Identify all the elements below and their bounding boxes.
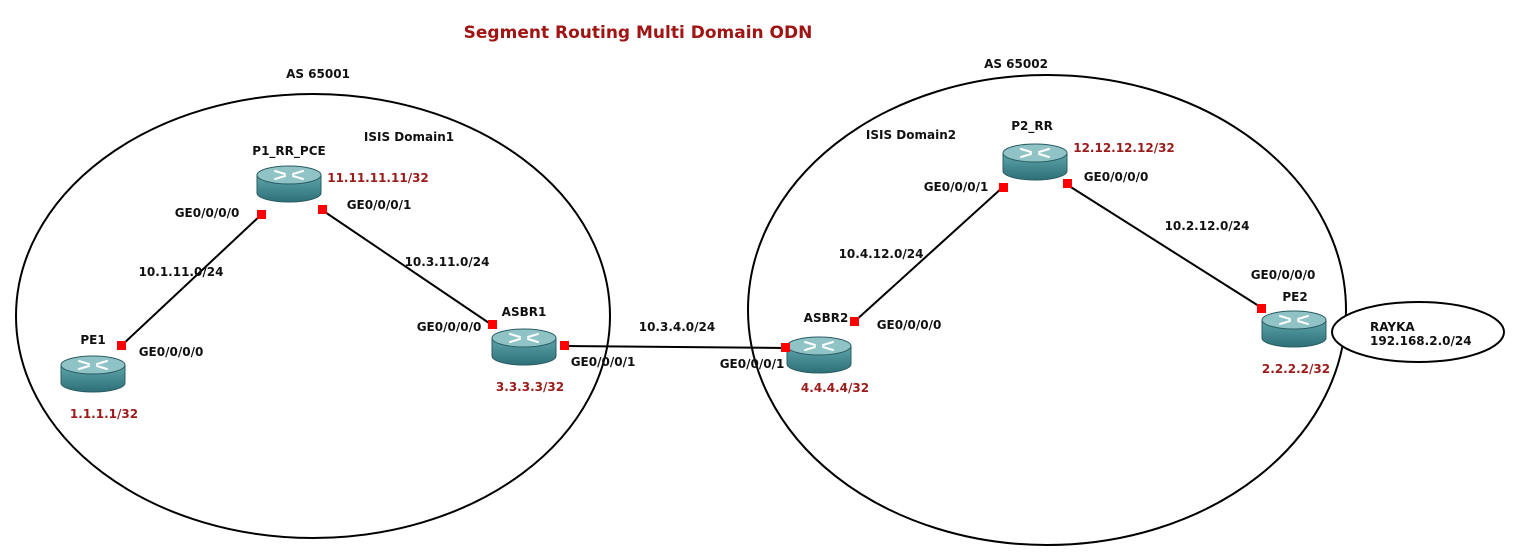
port-asbr2-ge1 bbox=[781, 343, 790, 352]
port-pe1-ge0 bbox=[117, 341, 126, 350]
port-asbr1-ge0 bbox=[488, 320, 497, 329]
p2-ge0-interface-label: GE0/0/0/0 bbox=[1084, 170, 1149, 184]
p2-ge1-interface-label: GE0/0/0/1 bbox=[924, 180, 989, 194]
port-pe2-ge0 bbox=[1257, 304, 1266, 313]
link-asbr2-p2 bbox=[853, 186, 1004, 323]
router-p2-name: P2_RR bbox=[1011, 119, 1053, 134]
router-pe2-name: PE2 bbox=[1282, 290, 1307, 304]
asbr2-ge1-interface-label: GE0/0/0/1 bbox=[720, 357, 785, 371]
port-p1-ge1 bbox=[318, 205, 327, 214]
link-pe1-p1-subnet: 10.1.11.0/24 bbox=[139, 265, 224, 279]
link-asbr1-asbr2-subnet: 10.3.4.0/24 bbox=[639, 320, 716, 334]
pe1-interface-label: GE0/0/0/0 bbox=[139, 345, 204, 359]
router-asbr1-loopback: 3.3.3.3/32 bbox=[496, 380, 564, 394]
port-p1-ge0 bbox=[257, 210, 266, 219]
as65001-domain-boundary bbox=[15, 93, 611, 539]
p1-ge0-interface-label: GE0/0/0/0 bbox=[175, 206, 240, 220]
rayka-site-name: RAYKA bbox=[1370, 320, 1415, 334]
port-asbr1-ge1 bbox=[560, 341, 569, 350]
as65002-label: AS 65002 bbox=[984, 57, 1048, 71]
router-asbr1-icon[interactable] bbox=[491, 328, 557, 366]
asbr1-ge1-interface-label: GE0/0/0/1 bbox=[571, 355, 636, 369]
pe2-ge0-interface-label: GE0/0/0/0 bbox=[1251, 268, 1316, 282]
router-asbr2-loopback: 4.4.4.4/32 bbox=[801, 381, 869, 395]
router-p1-loopback: 11.11.11.11/32 bbox=[327, 171, 429, 185]
router-pe2-icon[interactable] bbox=[1261, 310, 1327, 348]
router-asbr1-name: ASBR1 bbox=[502, 305, 547, 319]
link-p1-asbr1-subnet: 10.3.11.0/24 bbox=[405, 255, 490, 269]
as65001-label: AS 65001 bbox=[286, 67, 350, 81]
router-p1-name: P1_RR_PCE bbox=[252, 144, 325, 159]
link-asbr1-asbr2 bbox=[562, 345, 787, 349]
router-p2-icon[interactable] bbox=[1002, 143, 1068, 181]
isis-domain1-label: ISIS Domain1 bbox=[364, 130, 454, 144]
asbr2-ge0-interface-label: GE0/0/0/0 bbox=[877, 318, 942, 332]
router-pe1-loopback: 1.1.1.1/32 bbox=[70, 407, 138, 421]
router-p2-loopback: 12.12.12.12/32 bbox=[1073, 141, 1175, 155]
router-pe1-icon[interactable] bbox=[60, 355, 126, 393]
link-p2-pe2-subnet: 10.2.12.0/24 bbox=[1165, 219, 1250, 233]
port-p2-ge0 bbox=[1063, 179, 1072, 188]
port-asbr2-ge0 bbox=[850, 317, 859, 326]
port-p2-ge1 bbox=[999, 183, 1008, 192]
router-p1-icon[interactable] bbox=[256, 165, 322, 203]
router-pe1-name: PE1 bbox=[80, 333, 105, 347]
link-pe1-p1 bbox=[120, 213, 263, 347]
p1-ge1-interface-label: GE0/0/0/1 bbox=[347, 198, 412, 212]
rayka-site-prefix: 192.168.2.0/24 bbox=[1370, 334, 1472, 348]
asbr1-ge0-interface-label: GE0/0/0/0 bbox=[417, 320, 482, 334]
link-p2-pe2 bbox=[1065, 183, 1263, 309]
isis-domain2-label: ISIS Domain2 bbox=[866, 128, 956, 142]
as65002-domain-boundary bbox=[747, 74, 1347, 546]
rayka-site-boundary bbox=[1331, 301, 1505, 363]
router-asbr2-icon[interactable] bbox=[786, 336, 852, 374]
diagram-title: Segment Routing Multi Domain ODN bbox=[464, 23, 813, 43]
link-p1-asbr1 bbox=[321, 209, 493, 326]
router-pe2-loopback: 2.2.2.2/32 bbox=[1262, 362, 1330, 376]
link-asbr2-p2-subnet: 10.4.12.0/24 bbox=[839, 247, 924, 261]
router-asbr2-name: ASBR2 bbox=[804, 311, 849, 325]
